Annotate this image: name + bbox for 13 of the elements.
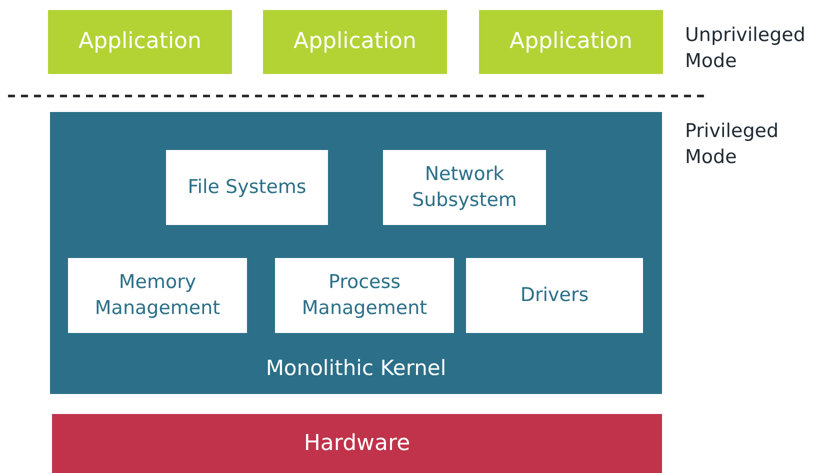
kernel-panel <box>50 112 662 394</box>
application-box: Application <box>263 10 447 74</box>
component-box: Process Management <box>275 258 454 333</box>
kernel-label: Monolithic Kernel <box>266 354 446 382</box>
component-box: Drivers <box>466 258 643 333</box>
hardware-bar: Hardware <box>52 414 662 473</box>
mode-label: Unprivileged Mode <box>685 23 806 74</box>
application-box: Application <box>479 10 663 74</box>
component-box: Network Subsystem <box>383 150 546 225</box>
component-box: Memory Management <box>68 258 247 333</box>
application-box: Application <box>48 10 232 74</box>
mode-label: Privileged Mode <box>685 119 780 170</box>
component-box: File Systems <box>166 150 328 225</box>
